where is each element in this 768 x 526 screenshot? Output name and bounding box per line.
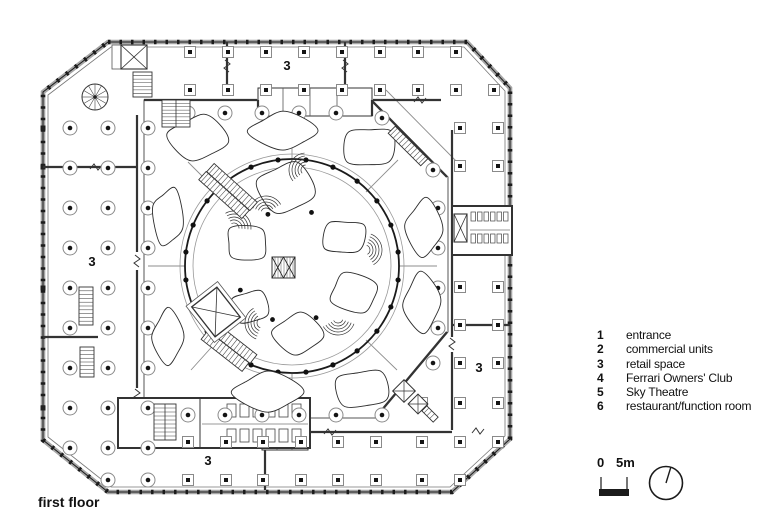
stairs-and-escalators [78, 44, 468, 441]
retail-space-label: 3 [283, 57, 291, 73]
legend: 1 entrance 2 commercial units 3 retail s… [597, 328, 767, 414]
floor-title: first floor [38, 494, 100, 510]
scale-5m-label: 5m [616, 455, 635, 470]
legend-item-ferrari-owners-club: 4 Ferrari Owners' Club [597, 371, 767, 385]
retail-space-label: 3 [475, 359, 483, 375]
legend-num: 5 [597, 385, 604, 400]
legend-label: restaurant/function room [626, 399, 752, 414]
legend-item-restaurant-function-room: 6 restaurant/function room [597, 399, 767, 413]
retail-space-label: 3 [204, 452, 212, 468]
legend-label: retail space [626, 356, 685, 371]
legend-item-entrance: 1 entrance [597, 328, 767, 342]
outer-wall [40, 39, 513, 495]
column-grid [62, 46, 504, 488]
legend-num: 3 [597, 356, 604, 371]
scale-bar-labels: 0 5m [597, 455, 635, 470]
legend-item-sky-theatre: 5 Sky Theatre [597, 385, 767, 399]
legend-label: entrance [626, 328, 672, 342]
legend-num: 4 [597, 370, 604, 385]
legend-item-commercial-units: 2 commercial units [597, 342, 767, 356]
scale-bracket [599, 477, 629, 496]
legend-num: 6 [597, 399, 604, 414]
retail-space-label: 3 [88, 253, 96, 269]
legend-item-retail-space: 3 retail space [597, 357, 767, 371]
legend-num: 2 [597, 342, 604, 357]
legend-label: Ferrari Owners' Club [626, 370, 733, 385]
north-arrow-icon [648, 465, 684, 501]
scale-zero-label: 0 [597, 455, 605, 470]
legend-label: commercial units [626, 342, 713, 357]
legend-label: Sky Theatre [626, 385, 689, 400]
legend-num: 1 [597, 328, 604, 342]
kiosk-blobs [151, 110, 444, 413]
